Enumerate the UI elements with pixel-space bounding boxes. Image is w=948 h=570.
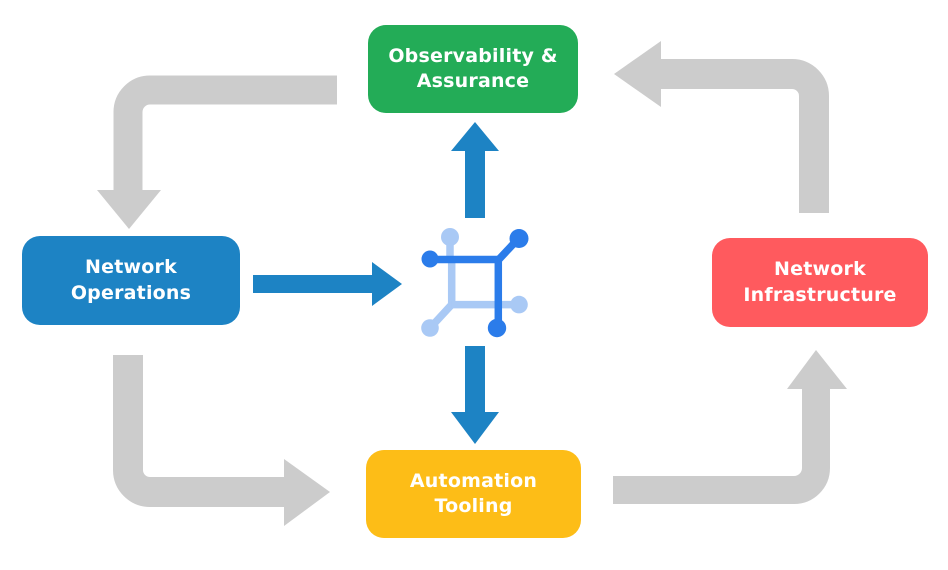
arrowhead-up-icon bbox=[787, 350, 847, 389]
node-operations: Network Operations bbox=[22, 236, 240, 325]
arrow-infrastructure-to-observability bbox=[614, 41, 829, 213]
arrow-shaft bbox=[253, 275, 373, 293]
node-operations-label: Network Operations bbox=[70, 256, 192, 304]
node-automation-label: Automation Tooling bbox=[409, 469, 538, 517]
arrowhead-right-icon bbox=[284, 459, 330, 526]
arrow-observability-to-operations bbox=[97, 75, 337, 229]
network-automation-icon bbox=[421, 228, 529, 338]
arrow-operations-to-automation bbox=[113, 355, 330, 526]
icon-node-left bbox=[421, 250, 439, 268]
arrowhead-up-icon bbox=[451, 122, 499, 151]
arrow-automation-to-infrastructure bbox=[613, 350, 847, 504]
arrow-operations-to-center bbox=[253, 262, 402, 306]
arrow-shaft bbox=[613, 389, 830, 504]
node-infrastructure: Network Infrastructure bbox=[712, 238, 928, 327]
arrowhead-down-icon bbox=[451, 412, 499, 444]
arrowhead-right-icon bbox=[372, 262, 402, 306]
arrow-center-to-automation bbox=[451, 346, 499, 444]
icon-node-bottom bbox=[487, 318, 507, 338]
arrow-shaft bbox=[113, 355, 284, 507]
arrow-center-to-observability bbox=[451, 122, 499, 218]
arrow-shaft bbox=[465, 346, 485, 415]
arrow-shaft bbox=[465, 148, 485, 218]
icon-node-top-right bbox=[509, 229, 529, 248]
icon-node-top-left bbox=[441, 228, 459, 246]
node-infrastructure-label: Network Infrastructure bbox=[743, 258, 897, 306]
icon-link bbox=[428, 260, 456, 330]
icon-node-right bbox=[510, 295, 528, 314]
node-observability-label: Observability & Assurance bbox=[388, 44, 558, 92]
arrowhead-left-icon bbox=[614, 41, 661, 107]
node-automation: Automation Tooling bbox=[366, 450, 581, 538]
arrow-shaft bbox=[661, 59, 829, 213]
icon-node-bottom-left bbox=[421, 319, 439, 337]
node-observability: Observability & Assurance bbox=[368, 25, 578, 113]
arrow-shaft bbox=[113, 75, 337, 190]
arrowhead-down-icon bbox=[97, 190, 161, 229]
